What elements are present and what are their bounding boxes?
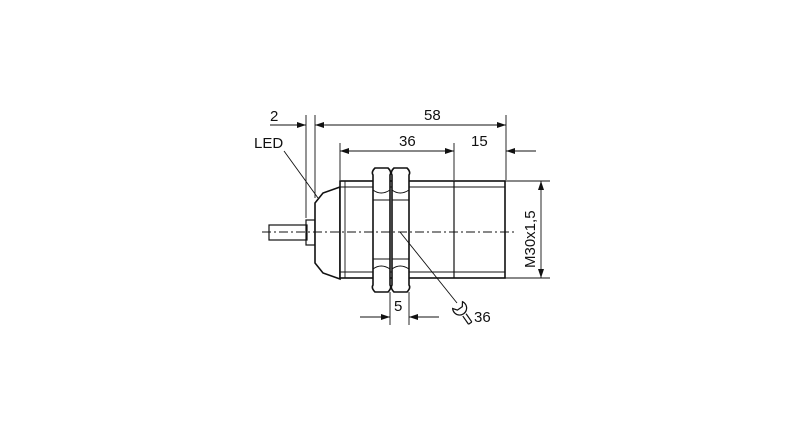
dim-2-label: 2 [270, 108, 278, 125]
arrow-2-right [315, 122, 324, 128]
arrow-m30-bottom [538, 269, 544, 278]
arrow-15 [506, 148, 515, 154]
arrow-m30-top [538, 181, 544, 190]
arrow-5-left [381, 314, 390, 320]
threaded-housing [339, 180, 506, 279]
arrow-36-right [445, 148, 454, 154]
arrow-58-right [497, 122, 506, 128]
led-cap [314, 185, 341, 281]
nut-right [390, 167, 411, 293]
dim-m30-label: M30x1,5 [522, 210, 539, 268]
nut-left [371, 167, 392, 293]
wrench-leader [399, 231, 458, 304]
dim-36-label: 36 [399, 133, 416, 150]
wrench-size-label: 36 [474, 309, 491, 326]
led-leader [283, 150, 319, 199]
arrow-5-right [409, 314, 418, 320]
dim-15-label: 15 [471, 133, 488, 150]
wrench-icon [451, 300, 473, 325]
arrow-2-left [297, 122, 306, 128]
dim-5-label: 5 [394, 298, 402, 315]
dim-58-label: 58 [424, 107, 441, 124]
led-label: LED [254, 135, 283, 152]
arrow-36-left [340, 148, 349, 154]
